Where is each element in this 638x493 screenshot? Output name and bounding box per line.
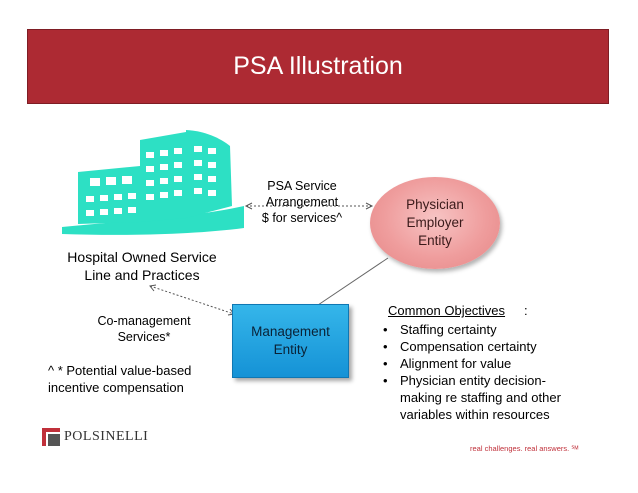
management-line1: Management (251, 324, 330, 339)
objective-text: Alignment for value (400, 356, 512, 371)
physician-line2: Employer (406, 215, 464, 230)
physician-line3: Entity (418, 233, 452, 248)
co-management-label: Co-management Services* (84, 313, 204, 345)
co-management-arrow (149, 284, 235, 316)
logo-mark-icon (42, 428, 60, 446)
physician-line1: Physician (406, 197, 464, 212)
hospital-windows (86, 146, 216, 216)
psa-label-line3: $ for services^ (261, 211, 343, 225)
management-entity-box: Management Entity (232, 304, 349, 378)
footnote-line2: incentive compensation (48, 380, 184, 395)
logo-text: POLSINELLI (64, 429, 149, 444)
physician-employer-entity: Physician Employer Entity (370, 177, 500, 269)
tagline: real challenges. real answers. ᔆᴹ (470, 444, 579, 453)
hospital-label-line1: Hospital Owned Service (67, 249, 217, 265)
psa-label-line2: Arrangement (265, 195, 339, 209)
slide-title: PSA Illustration (233, 52, 403, 80)
objectives-title: Common Objectives (388, 303, 506, 318)
objective-text-line3: variables within resources (400, 407, 550, 422)
psa-arrangement-label: PSA Service Arrangement $ for services^ (252, 178, 352, 226)
title-bar: PSA Illustration (27, 29, 609, 104)
objective-item: Alignment for value (376, 355, 606, 372)
objective-item: Physician entity decision- making re sta… (376, 372, 606, 423)
objective-text: Staffing certainty (400, 322, 497, 337)
footnote-line1: ^ * Potential value-based (48, 363, 192, 378)
objective-item: Compensation certainty (376, 338, 606, 355)
physician-entity-text: Physician Employer Entity (406, 196, 464, 250)
management-entity-text: Management Entity (251, 323, 330, 359)
objective-item: Staffing certainty (376, 321, 606, 338)
objectives-colon: : (524, 303, 528, 318)
objective-text-line1: Physician entity decision- (400, 373, 546, 388)
polsinelli-logo: POLSINELLI (42, 428, 148, 446)
co-management-line2: Services* (117, 330, 171, 344)
psa-label-line1: PSA Service (267, 179, 337, 193)
hospital-label: Hospital Owned Service Line and Practice… (52, 248, 232, 284)
co-management-line1: Co-management (97, 314, 191, 328)
management-line2: Entity (273, 342, 308, 357)
psa-arrow (244, 202, 374, 210)
objective-text-line2: making re staffing and other (400, 390, 561, 405)
objectives-list: Staffing certainty Compensation certaint… (376, 321, 606, 423)
footnote: ^ * Potential value-based incentive comp… (48, 362, 248, 396)
physician-management-line (317, 257, 389, 306)
objective-text: Compensation certainty (400, 339, 537, 354)
hospital-label-line2: Line and Practices (84, 267, 200, 283)
